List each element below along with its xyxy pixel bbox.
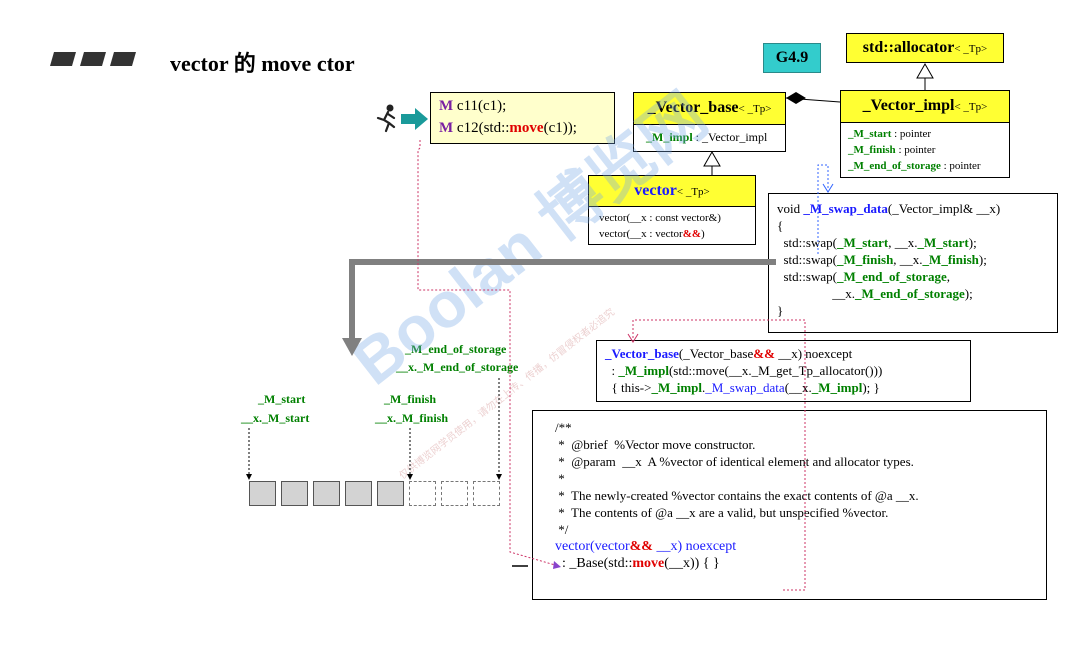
label-finish: _M_finish [384,392,437,406]
base-ctor-code-box: _Vector_base(_Vector_base&& __x) noexcep… [596,340,971,402]
doc-line-4: * [555,471,565,486]
user-code-box: M c11(c1); M c12(std::move(c1)); [430,92,615,144]
gray-arrow-head [342,338,362,356]
doc-line-7: */ [555,522,569,537]
version-badge: G4.9 [763,43,821,73]
gray-arrow [349,259,776,340]
memory-cell-used [249,481,276,506]
allocator-class: std::allocator< _Tp> [846,33,1004,63]
base-ctor-line-2: : _M_impl(std::move(__x._M_get_Tp_alloca… [605,363,883,378]
inheritance-triangle-allocator [916,62,934,79]
memory-cell-used [377,481,404,506]
base-ctor-line-1: _Vector_base(_Vector_base&& __x) noexcep… [605,346,853,361]
label-x-start: __x._M_start [241,411,310,425]
composition-diamond [786,92,806,104]
memory-cell-unused [473,481,500,506]
vector-impl-class: _Vector_impl< _Tp> _M_start : pointer _M… [840,90,1010,178]
swap-line-5: std::swap(_M_end_of_storage, [777,269,950,284]
label-x-finish: __x._M_finish [375,411,449,425]
swap-line-7: } [777,303,784,318]
swap-line-6: __x._M_end_of_storage); [777,286,973,301]
allocator-tparam: < _Tp> [954,43,988,55]
swap-line-2: { [777,218,784,233]
doc-line-2: * @brief %Vector move constructor. [555,437,756,452]
call-path-user-to-ctor [417,140,556,566]
vector-impl-member-eos: _M_end_of_storage : pointer [848,160,981,172]
memory-cell-used [281,481,308,506]
memory-cell-used [313,481,340,506]
memory-cell-used [345,481,372,506]
vector-base-member: _M_impl : _Vector_impl [646,130,768,144]
vector-impl-member-start: _M_start : pointer [848,128,932,140]
page-title: vector 的 move ctor [170,51,355,76]
label-x-eos: __x._M_end_of_storage [396,360,519,374]
memory-cell-unused [409,481,436,506]
label-start: _M_start [258,392,306,406]
vector-header: vector< _Tp> [589,176,755,207]
doc-line-8: vector(vector&& __x) noexcept [555,539,737,554]
allocator-name: std::allocator [862,39,955,56]
swap-link [817,164,829,255]
title-bullets [48,50,148,68]
vector-op-copy: vector(__x : const vector&) [599,212,721,224]
vector-op-move: vector(__x : vector&&) [599,228,705,240]
vector-move-ctor-doc-box: /** * @brief %Vector move constructor. *… [532,410,1047,600]
doc-line-6: * The contents of @a __x are a valid, bu… [555,505,889,520]
doc-line-9: : _Base(std::move(__x)) { } [555,556,720,571]
doc-line-5: * The newly-created %vector contains the… [555,488,919,503]
label-eos: _M_end_of_storage [405,342,507,356]
vector-base-class: _Vector_base< _Tp> _M_impl : _Vector_imp… [633,92,786,152]
teal-arrow-icon [401,108,429,130]
user-code-line-2: M c12(std::move(c1)); [439,120,577,136]
swap-data-code-box: void _M_swap_data(_Vector_impl& __x) { s… [768,193,1058,333]
bullet-icon [50,52,136,66]
vector-base-header: _Vector_base< _Tp> [634,93,785,125]
user-code-line-1: M c11(c1); [439,98,507,114]
memory-block [249,481,500,508]
vector-class: vector< _Tp> vector(__x : const vector&)… [588,175,756,245]
vector-impl-member-finish: _M_finish : pointer [848,144,936,156]
runner-icon [372,103,402,133]
memory-cell-unused [441,481,468,506]
swap-line-1: void _M_swap_data(_Vector_impl& __x) [777,201,1001,216]
vector-impl-header: _Vector_impl< _Tp> [841,91,1009,123]
swap-line-4: std::swap(_M_finish, __x._M_finish); [777,252,987,267]
swap-line-3: std::swap(_M_start, __x._M_start); [777,235,977,250]
doc-line-1: /** [555,420,572,435]
doc-line-3: * @param __x A %vector of identical elem… [555,454,914,469]
version-badge-label: G4.9 [775,49,809,66]
call-path-ctor-to-base [632,319,806,591]
base-ctor-line-3: { this->_M_impl._M_swap_data(__x._M_impl… [605,380,880,395]
inheritance-triangle-base [703,150,721,167]
